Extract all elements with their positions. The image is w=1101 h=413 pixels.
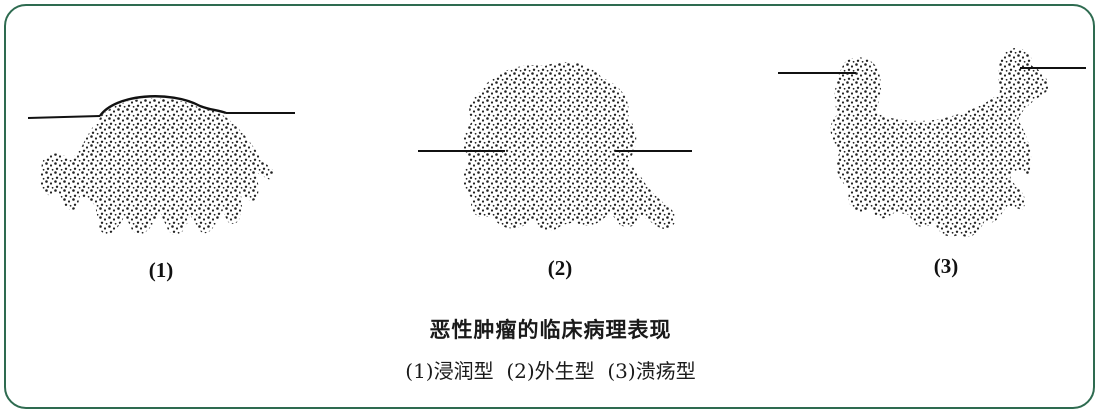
panel-1-infiltrative-tumor xyxy=(27,95,295,235)
panel-2-exophytic-tumor xyxy=(418,62,692,232)
figure-caption: (1)浸润型 (2)外生型 (3)溃疡型 xyxy=(405,359,696,383)
panel-3-tumor-mass xyxy=(830,47,1049,237)
panel-2-label: (2) xyxy=(547,256,573,280)
panel-3-ulcerative-tumor xyxy=(778,47,1086,237)
panel-2-tumor-mass xyxy=(463,62,676,232)
panel-1-tumor-surface-bulge xyxy=(99,95,227,117)
panel-1-tumor-mass xyxy=(40,98,275,235)
panel-3-label: (3) xyxy=(933,254,959,278)
figure-title: 恶性肿瘤的临床病理表现 xyxy=(429,318,672,342)
panel-1-label: (1) xyxy=(148,258,174,282)
panel-1-surface-line xyxy=(27,115,101,119)
